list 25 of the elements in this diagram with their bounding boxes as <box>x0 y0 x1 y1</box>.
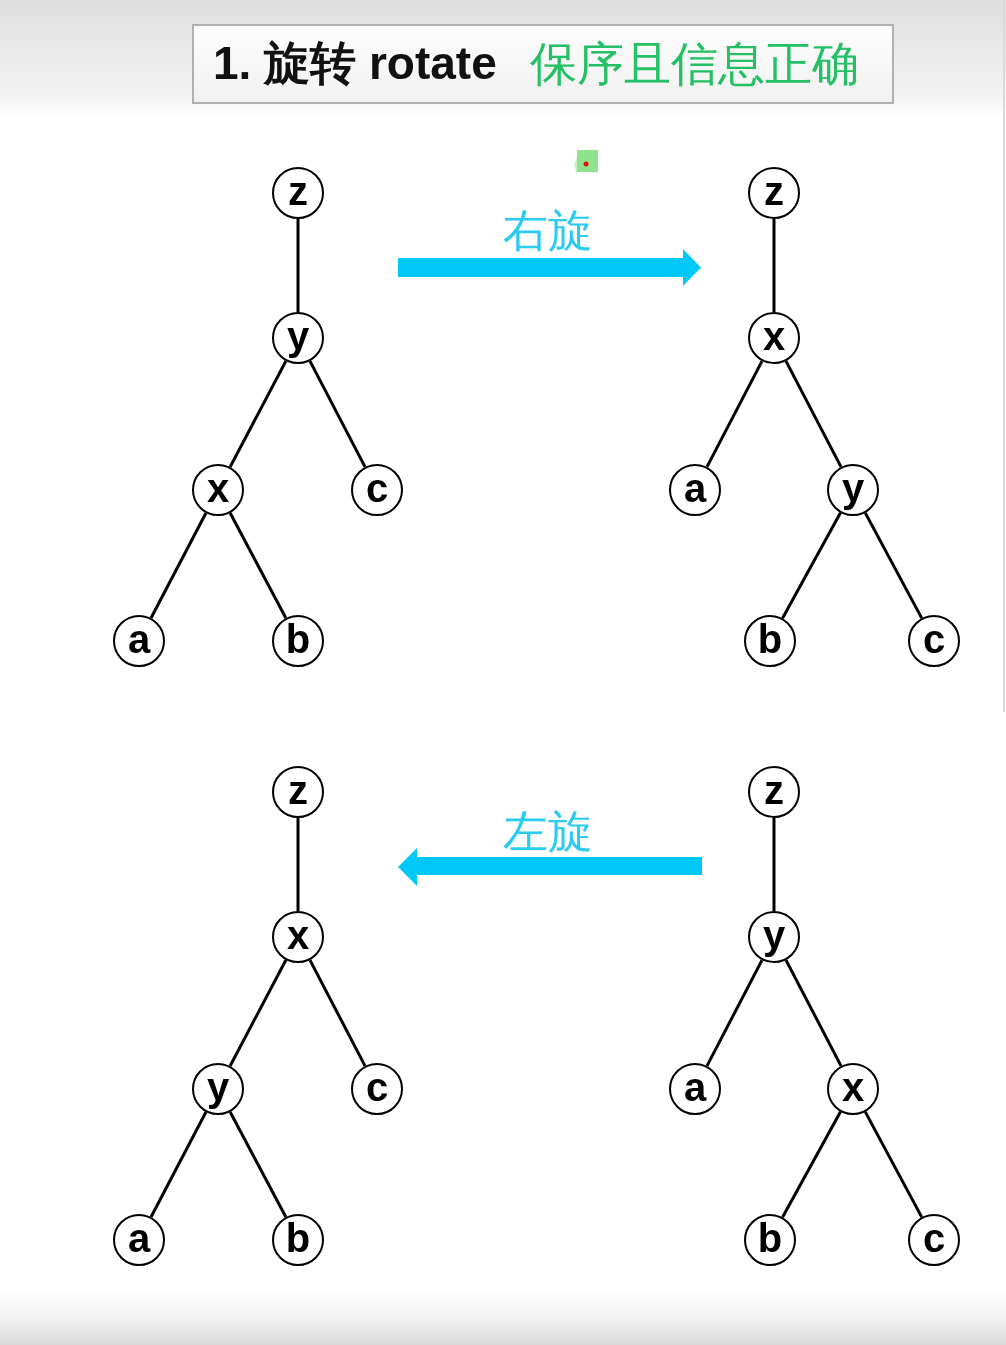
tree-edge <box>863 1111 924 1218</box>
tree-edge <box>228 1111 288 1218</box>
arrow-label: 左旋 <box>503 807 593 857</box>
tree-edge <box>772 219 776 312</box>
tree-edge <box>308 360 367 468</box>
tree-edge <box>228 512 288 619</box>
tree-edge <box>149 1111 208 1218</box>
arrow-label: 右旋 <box>503 206 593 256</box>
tree-edge <box>781 512 842 619</box>
tree-edge <box>784 959 843 1067</box>
tree-edge <box>228 959 288 1067</box>
tree-edge <box>705 959 764 1067</box>
tree-edge <box>705 360 764 468</box>
tree-edge <box>296 219 300 312</box>
title-box <box>192 24 894 104</box>
tree-edge <box>784 360 843 468</box>
tree-edge <box>228 360 288 468</box>
tree-edge <box>863 512 924 619</box>
tree-edge <box>149 512 208 619</box>
tree-edge <box>772 818 776 911</box>
tree-edge <box>308 959 367 1067</box>
subtitle-text: 保序且信息正确 <box>529 35 859 92</box>
tree-edge <box>296 818 300 911</box>
title-text: 1. 旋转 rotate <box>213 36 497 91</box>
tree-edge <box>781 1111 842 1218</box>
